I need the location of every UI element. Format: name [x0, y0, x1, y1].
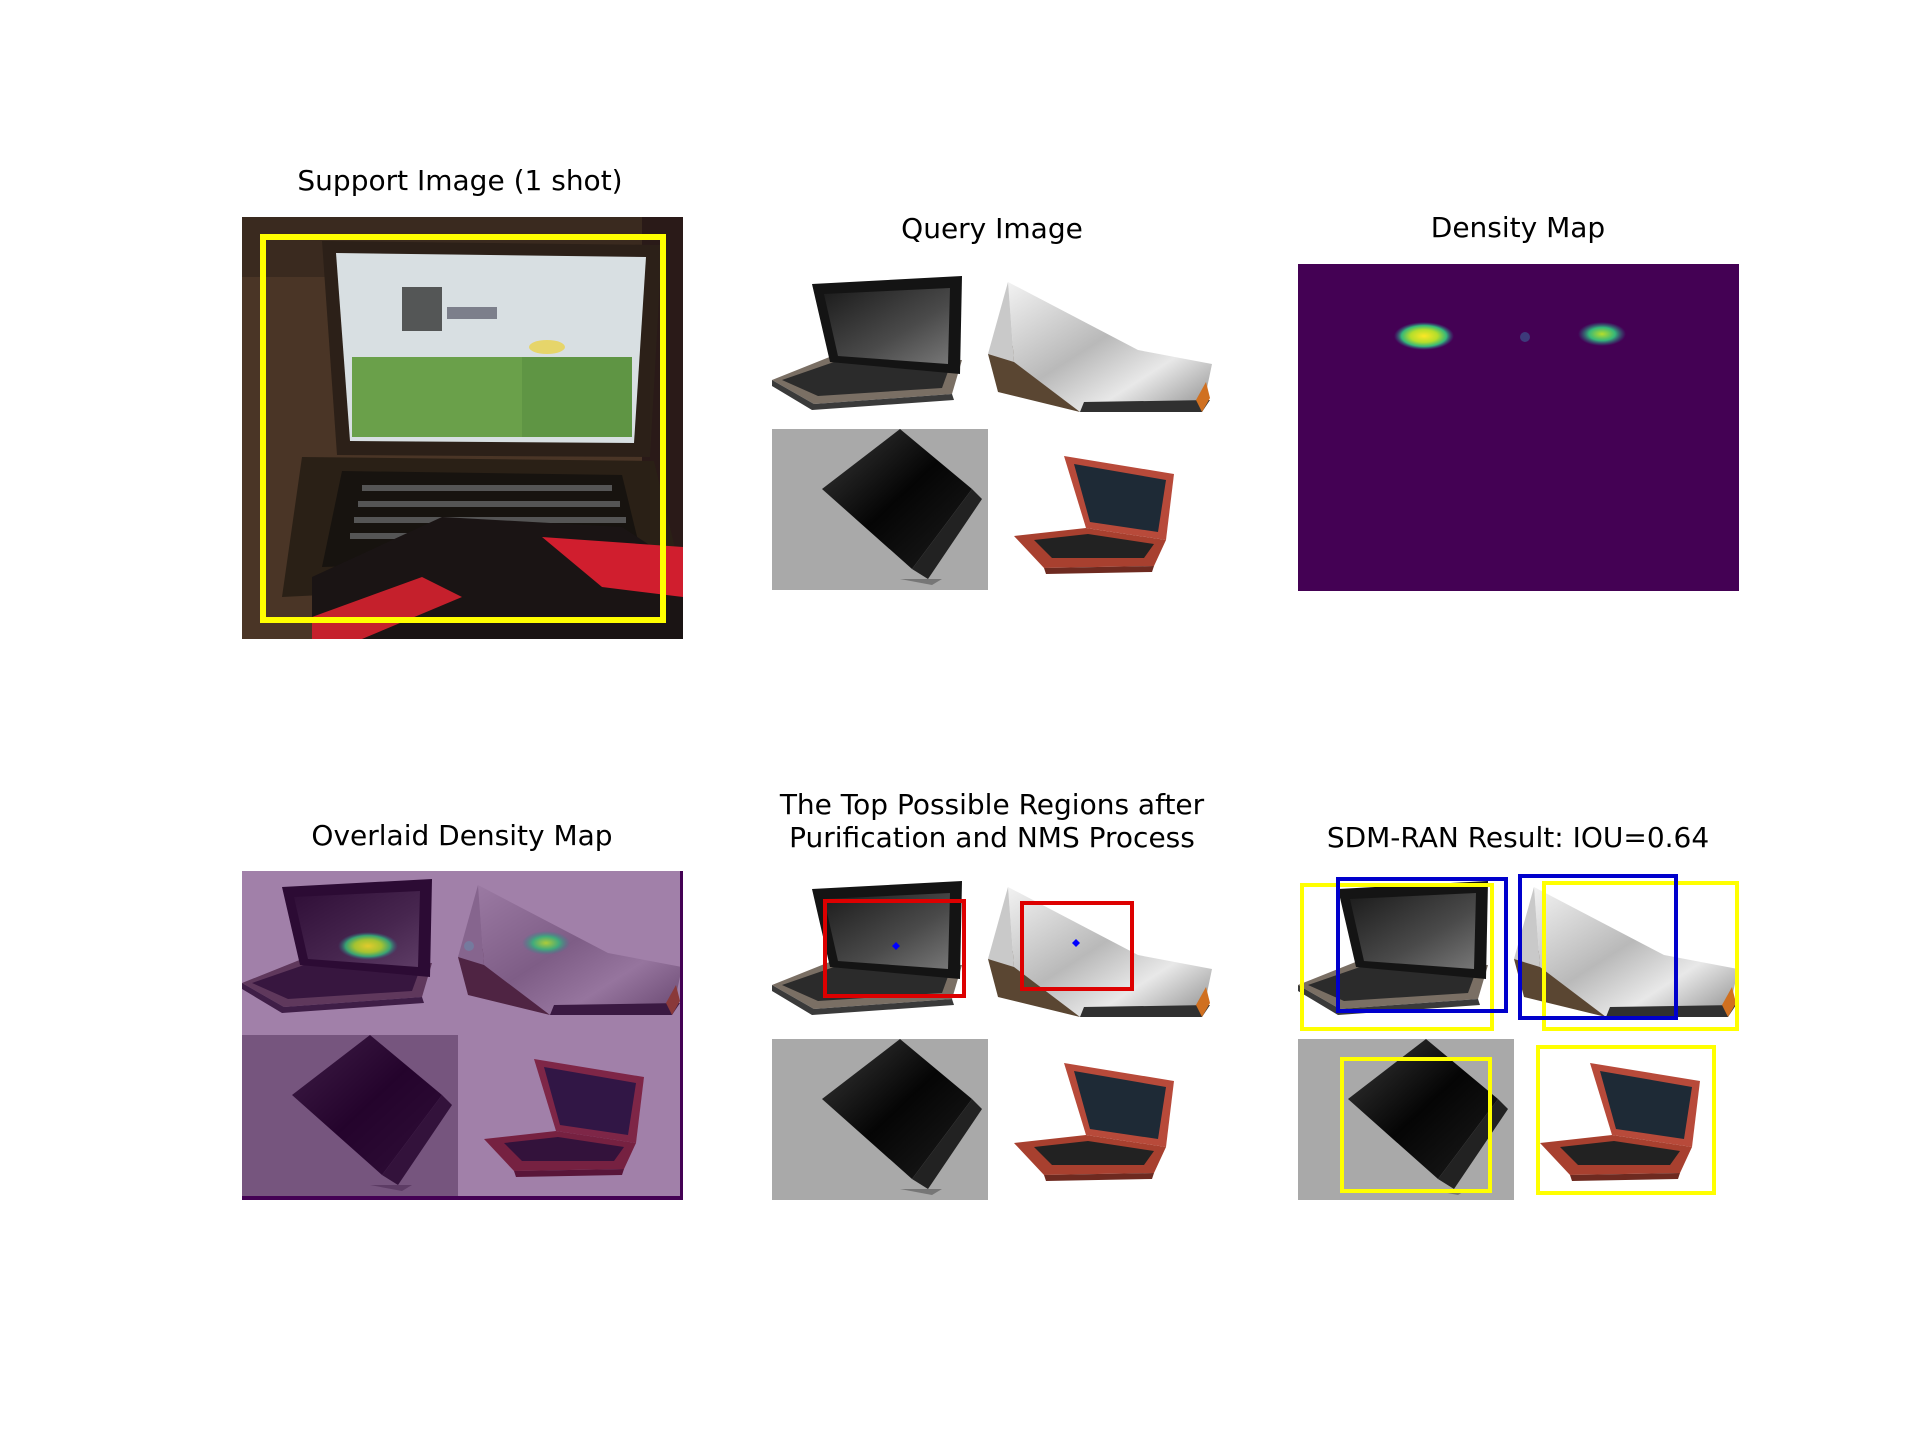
pred-box-1: [1336, 877, 1508, 1013]
top-regions-image: [772, 873, 1213, 1200]
gt-box-2: [1542, 881, 1739, 1031]
gt-box-4: [1536, 1045, 1716, 1195]
regions-title-line1: The Top Possible Regions after: [779, 788, 1205, 821]
gt-box-3: [1340, 1057, 1492, 1193]
pred-box-2: [1518, 874, 1678, 1020]
overlaid-density-map: [242, 871, 683, 1200]
result-image: [1298, 873, 1739, 1200]
density-map-title: Density Map: [1430, 211, 1606, 244]
result-title: SDM-RAN Result: IOU=0.64: [1326, 821, 1710, 854]
region-box-2: [1020, 901, 1134, 991]
query-image: [772, 264, 1213, 590]
gt-box-1: [1300, 883, 1494, 1031]
query-image-title: Query Image: [901, 212, 1083, 245]
regions-title-line2: Purification and NMS Process: [789, 821, 1195, 854]
support-image: [242, 217, 683, 639]
support-image-title: Support Image (1 shot): [297, 164, 623, 197]
region-box-1: [823, 899, 966, 998]
density-map: [1298, 264, 1739, 591]
overlaid-density-map-title: Overlaid Density Map: [311, 819, 613, 852]
